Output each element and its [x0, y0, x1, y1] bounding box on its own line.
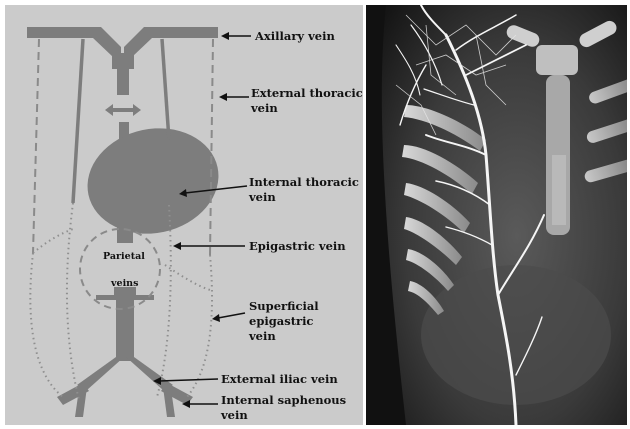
internal-thoracic-mass	[78, 116, 229, 245]
arrowhead-epigastric	[173, 242, 181, 250]
label-axillary-vein: Axillary vein	[254, 29, 335, 43]
label-epigastric-vein: Epigastric vein	[249, 239, 346, 253]
lateral-line-left	[73, 39, 83, 203]
lateral-line-right	[162, 39, 169, 140]
dotted-inner-left	[67, 203, 79, 400]
brachiocephalic-vein	[112, 53, 134, 69]
label-external-thoracic-2: vein	[250, 101, 278, 115]
dotted-outer-right	[187, 255, 212, 397]
ct-venography-image	[366, 5, 627, 425]
svc-upper	[117, 67, 129, 95]
label-internal-thoracic-1: Internal thoracic	[249, 175, 359, 189]
label-veins: veins	[110, 278, 138, 289]
dotted-outer-left	[30, 253, 63, 397]
double-arrow	[105, 104, 141, 116]
dotted-branch-left	[33, 229, 73, 253]
arrow-external-iliac	[159, 379, 218, 381]
venous-schematic-panel: Axillary vein External thoracic vein Int…	[5, 5, 363, 425]
dotted-inner-right	[157, 205, 171, 397]
label-superficial-epigastric-3: vein	[248, 329, 276, 343]
label-internal-saphenous-2: vein	[220, 408, 248, 422]
dotted-branch-right	[165, 265, 210, 290]
ivc-upper	[117, 223, 133, 243]
subclavian-left	[93, 27, 121, 57]
arrowhead-superficial-epigastric	[212, 314, 220, 322]
label-internal-thoracic-2: vein	[248, 190, 276, 204]
label-internal-saphenous-1: Internal saphenous	[221, 393, 346, 407]
axillary-bar-left	[27, 27, 95, 38]
label-parietal: Parietal	[103, 251, 145, 262]
arrow-superficial-epigastric	[218, 313, 245, 318]
label-external-thoracic-1: External thoracic	[251, 86, 363, 100]
axillary-vessels	[27, 27, 228, 417]
arrowhead-external-thoracic	[219, 93, 227, 101]
label-external-iliac-vein: External iliac vein	[221, 372, 338, 386]
dashed-left	[33, 39, 39, 253]
axillary-bar-right	[150, 27, 218, 38]
label-superficial-epigastric-2: epigastric	[249, 314, 313, 328]
label-superficial-epigastric-1: Superficial	[249, 299, 319, 313]
arrowhead-axillary	[221, 32, 229, 40]
schematic-diagram: Axillary vein External thoracic vein Int…	[5, 5, 363, 425]
subclavian-right	[124, 27, 152, 57]
dashed-right	[210, 39, 213, 255]
ct-mip-render	[366, 5, 627, 425]
